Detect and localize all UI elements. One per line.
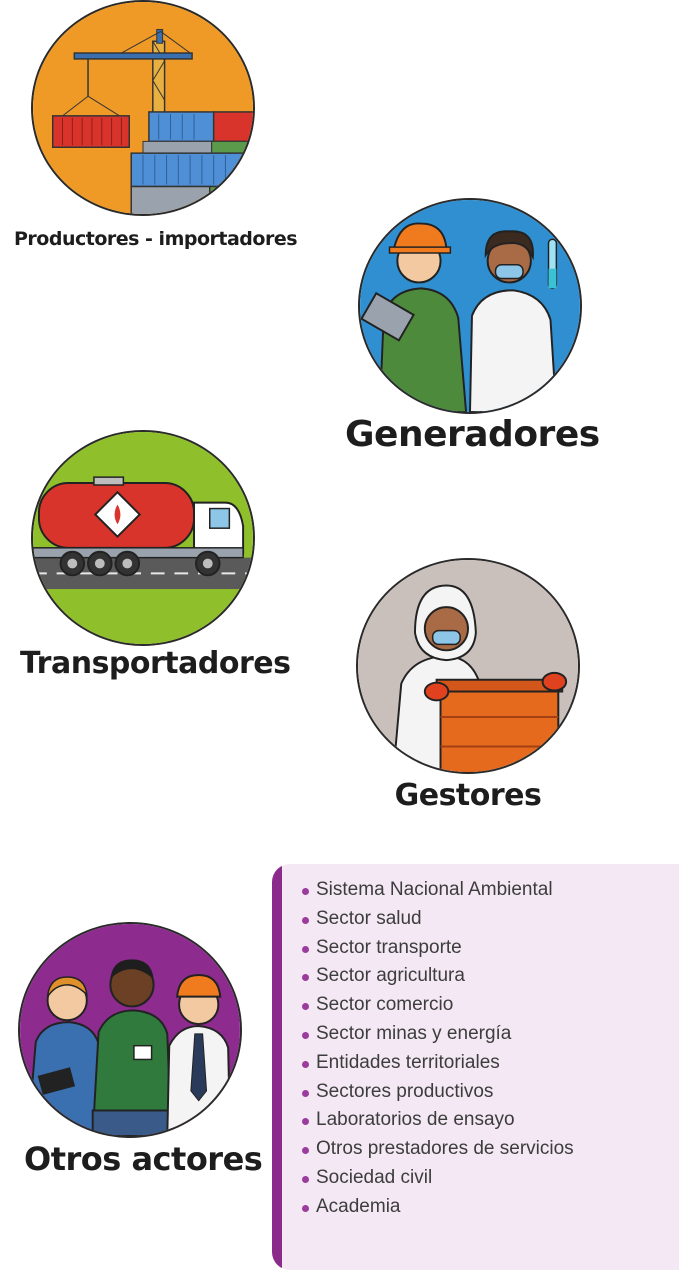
list-item: Sector comercio [302,991,574,1020]
otros-actores-panel: Sistema Nacional Ambiental Sector salud … [272,864,679,1270]
list-item: Otros prestadores de servicios [302,1135,574,1164]
bullet-icon [302,888,309,895]
list-item: Sector agricultura [302,962,574,991]
bullet-icon [302,1089,309,1097]
list-item: Sector transporte [302,934,574,963]
hazmat-worker-barrel-icon [358,560,578,772]
bullet-icon [302,1175,309,1183]
bullet-icon [302,1147,309,1155]
bullet-icon [302,1031,309,1039]
list-item: Sector minas y energía [302,1020,574,1049]
crane-containers-icon [33,2,253,214]
list-item-text: Laboratorios de ensayo [316,1109,515,1131]
list-item: Sociedad civil [302,1164,574,1193]
transportadores-label: Transportadores [20,646,291,681]
list-item-text: Sector salud [316,907,422,929]
list-item-text: Sector agricultura [316,965,465,987]
list-item-text: Sector minas y energía [316,1022,512,1044]
generadores-label: Generadores [345,414,600,455]
transportadores-illustration [31,430,255,646]
bullet-icon [302,945,309,953]
list-item-text: Sistema Nacional Ambiental [316,879,553,900]
gestores-illustration [356,558,580,774]
tanker-truck-icon [33,432,253,644]
worker-and-scientist-icon [360,200,580,412]
list-item: Laboratorios de ensayo [302,1106,574,1135]
bullet-icon [302,1003,309,1011]
list-item-text: Academia [316,1195,401,1217]
list-item-text: Otros prestadores de servicios [316,1138,574,1160]
otros-actores-list: Sistema Nacional Ambiental Sector salud … [302,876,574,1222]
gestores-label: Gestores [394,778,542,813]
bullet-icon [302,916,309,924]
list-item-text: Sector comercio [316,994,454,1016]
list-item: Sistema Nacional Ambiental [302,876,574,905]
productores-label: Productores - importadores [14,228,298,250]
panel-accent-bar [272,864,282,1270]
list-item: Academia [302,1193,574,1222]
bullet-icon [302,1060,309,1068]
list-item: Sector salud [302,905,574,934]
bullet-icon [302,1204,309,1212]
group-of-people-icon [20,924,240,1136]
otros-illustration [18,922,242,1138]
list-item-text: Sector transporte [316,936,462,958]
otros-label: Otros actores [24,1140,263,1178]
productores-illustration [31,0,255,216]
list-item-text: Sociedad civil [316,1166,433,1188]
list-item-text: Sectores productivos [316,1080,494,1102]
bullet-icon [302,1118,309,1126]
list-item-text: Entidades territoriales [316,1051,500,1073]
generadores-illustration [358,198,582,414]
list-item: Sectores productivos [302,1078,574,1107]
bullet-icon [302,974,309,982]
list-item: Entidades territoriales [302,1049,574,1078]
